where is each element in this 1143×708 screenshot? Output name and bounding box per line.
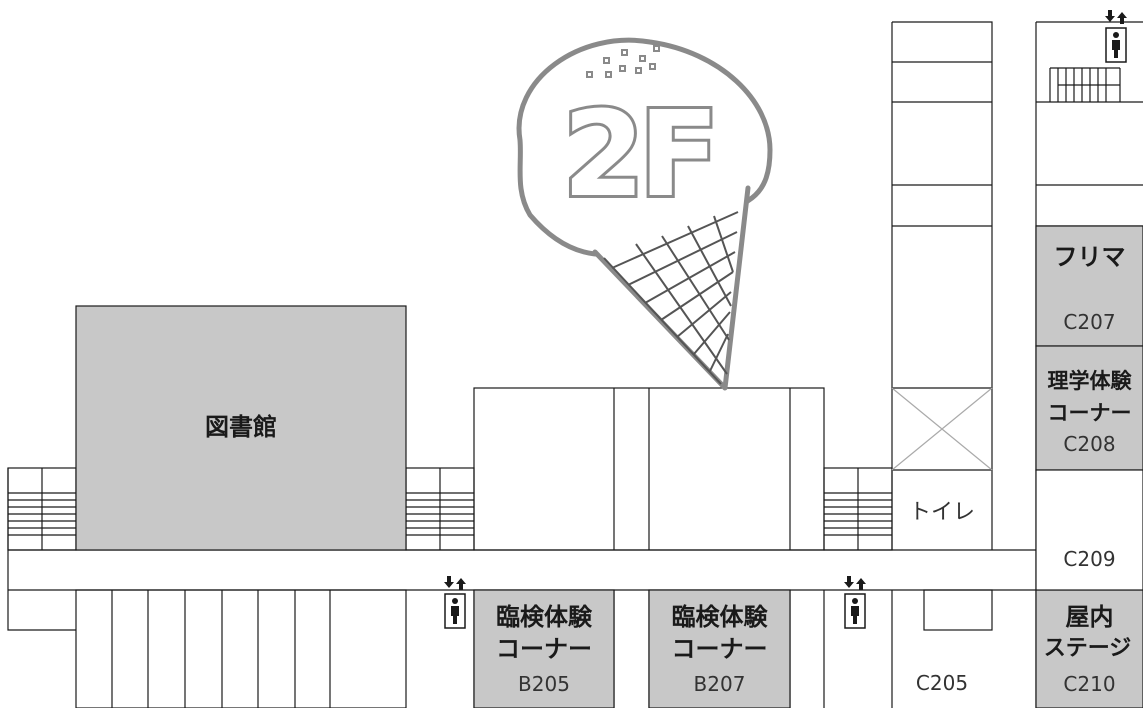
label-b205-2: コーナー bbox=[496, 635, 592, 663]
label-c209: C209 bbox=[1063, 547, 1116, 571]
room-b205 bbox=[473, 589, 615, 708]
label-b207-1: 臨検体験 bbox=[671, 603, 768, 631]
room-library bbox=[75, 305, 407, 551]
label-science-2: コーナー bbox=[1047, 401, 1132, 425]
label-c207: C207 bbox=[1063, 310, 1116, 334]
void-cross bbox=[891, 387, 993, 471]
elevator-icon bbox=[1105, 10, 1127, 63]
label-b205: B205 bbox=[518, 672, 570, 696]
label-c205: C205 bbox=[915, 671, 969, 695]
right-wing-left-column bbox=[891, 21, 993, 550]
small-room-c205-side bbox=[923, 589, 993, 631]
label-b207-2: コーナー bbox=[671, 635, 768, 663]
label-b205-1: 臨検体験 bbox=[496, 603, 592, 631]
label-c208: C208 bbox=[1063, 432, 1116, 456]
label-c210: C210 bbox=[1063, 672, 1116, 696]
room-b207 bbox=[648, 589, 791, 708]
floor-label: 2F bbox=[563, 85, 714, 223]
elevator-icon bbox=[444, 576, 466, 629]
cone-grid bbox=[603, 211, 739, 385]
small-rooms-row bbox=[75, 589, 407, 708]
elevator-icon bbox=[844, 576, 866, 629]
label-toilet: トイレ bbox=[908, 500, 975, 525]
sprinkles bbox=[586, 45, 660, 78]
label-library: 図書館 bbox=[205, 413, 277, 441]
label-fleamarket: フリマ bbox=[1053, 243, 1126, 271]
label-stage-1: 屋内 bbox=[1065, 603, 1114, 631]
room-c209 bbox=[1035, 469, 1143, 591]
label-stage-2: ステージ bbox=[1043, 636, 1132, 661]
room-c207 bbox=[1035, 225, 1143, 347]
room-c208 bbox=[1035, 345, 1143, 471]
label-b207: B207 bbox=[693, 672, 746, 696]
label-science-1: 理学体験 bbox=[1047, 369, 1132, 393]
